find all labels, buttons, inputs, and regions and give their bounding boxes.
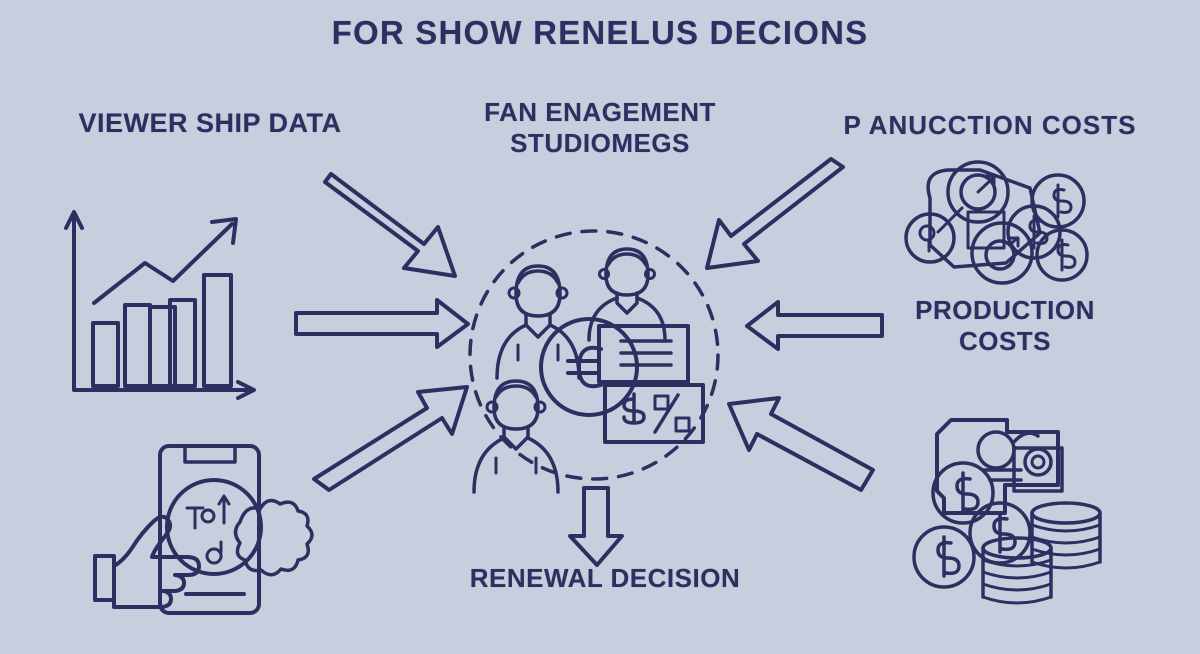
arrow-group	[294, 157, 884, 567]
arrow-center-to-renewal	[568, 486, 624, 567]
arrow-viewership-to-center	[323, 172, 457, 278]
arrow-production-right-to-center	[745, 300, 884, 351]
arrow-money-to-center	[727, 396, 875, 492]
mobile-feedback-icon	[93, 444, 314, 615]
label-fan-engagement: FAN ENAGEMENT STUDIOMEGS	[484, 97, 716, 158]
arrow-production-top-to-center	[705, 157, 845, 270]
arrow-fan-engagement-to-center	[294, 298, 470, 349]
analytics-network-icon	[904, 160, 1089, 285]
label-viewership-data: VIEWER SHIP DATA	[78, 108, 342, 138]
arrow-mobile-to-center	[312, 385, 469, 492]
label-renewal-decision: RENEWAL DECISION	[469, 563, 741, 593]
bar-chart-growth-icon	[64, 210, 256, 400]
fan-engagement-cluster-icon	[468, 229, 720, 494]
diagram-title: FOR SHOW RENELUS DECIONS	[331, 14, 869, 51]
label-production-costs-top: P ANUCCTION COSTS	[843, 110, 1137, 140]
label-production-costs-right: PRODUCTION COSTS	[915, 295, 1095, 356]
money-cash-coins-icon	[912, 418, 1102, 605]
